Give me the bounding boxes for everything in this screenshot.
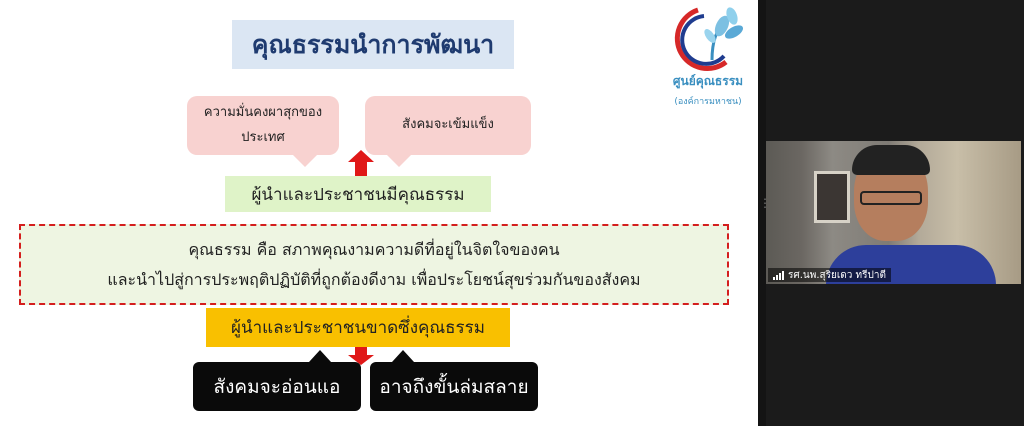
with-morality-box: ผู้นำและประชาชนมีคุณธรรม [225, 176, 491, 212]
drag-handle-icon[interactable]: ⋮ [759, 196, 771, 210]
participant-name-tag: รศ.นพ.สุริยเดว ทรีปาตี [768, 268, 891, 282]
without-morality-box: ผู้นำและประชาชนขาดซึ่งคุณธรรม [206, 308, 510, 347]
outcome-collapse: อาจถึงขั้นล่มสลาย [370, 350, 538, 411]
participant-video[interactable]: รศ.นพ.สุริยเดว ทรีปาตี [766, 141, 1021, 284]
outcome-bubble-stability: ความมั่นคงผาสุกของ ประเทศ [187, 96, 339, 167]
wall-picture [814, 171, 850, 223]
panel-divider[interactable] [758, 0, 766, 426]
outcome-bubble-strong-society: สังคมจะเข้มแข็ง [365, 96, 531, 167]
outcome-weak-society: สังคมจะอ่อนแอ [193, 350, 361, 411]
participant-glasses [860, 191, 922, 205]
logo: ศูนย์คุณธรรม (องค์การมหาชน) [660, 2, 756, 112]
signal-icon [773, 270, 784, 280]
logo-subtitle: (องค์การมหาชน) [674, 97, 742, 107]
bubble-line: ความมั่นคงผาสุกของ [203, 104, 323, 120]
participant-hair [852, 145, 930, 175]
definition-line: คุณธรรม คือ สภาพคุณงามความดีที่อยู่ในจิต… [188, 239, 560, 259]
bubble-line: สังคมจะเข้มแข็ง [402, 117, 494, 133]
logo-name: ศูนย์คุณธรรม [672, 74, 744, 88]
definition-box: คุณธรรม คือ สภาพคุณงามความดีที่อยู่ในจิต… [19, 224, 729, 305]
participant-name: รศ.นพ.สุริยเดว ทรีปาตี [788, 269, 886, 281]
bubble-line: ประเทศ [241, 129, 285, 145]
slide-title: คุณธรรมนำการพัฒนา [232, 20, 514, 69]
arrow-down-icon [348, 347, 374, 365]
definition-line: และนำไปสู่การประพฤติปฏิบัติที่ถูกต้องดีง… [107, 269, 641, 289]
arrow-up-icon [348, 150, 374, 176]
shared-slide: คุณธรรมนำการพัฒนา ศูนย์คุณธรรม (องค์การม… [0, 0, 758, 426]
logo-icon [674, 7, 744, 71]
